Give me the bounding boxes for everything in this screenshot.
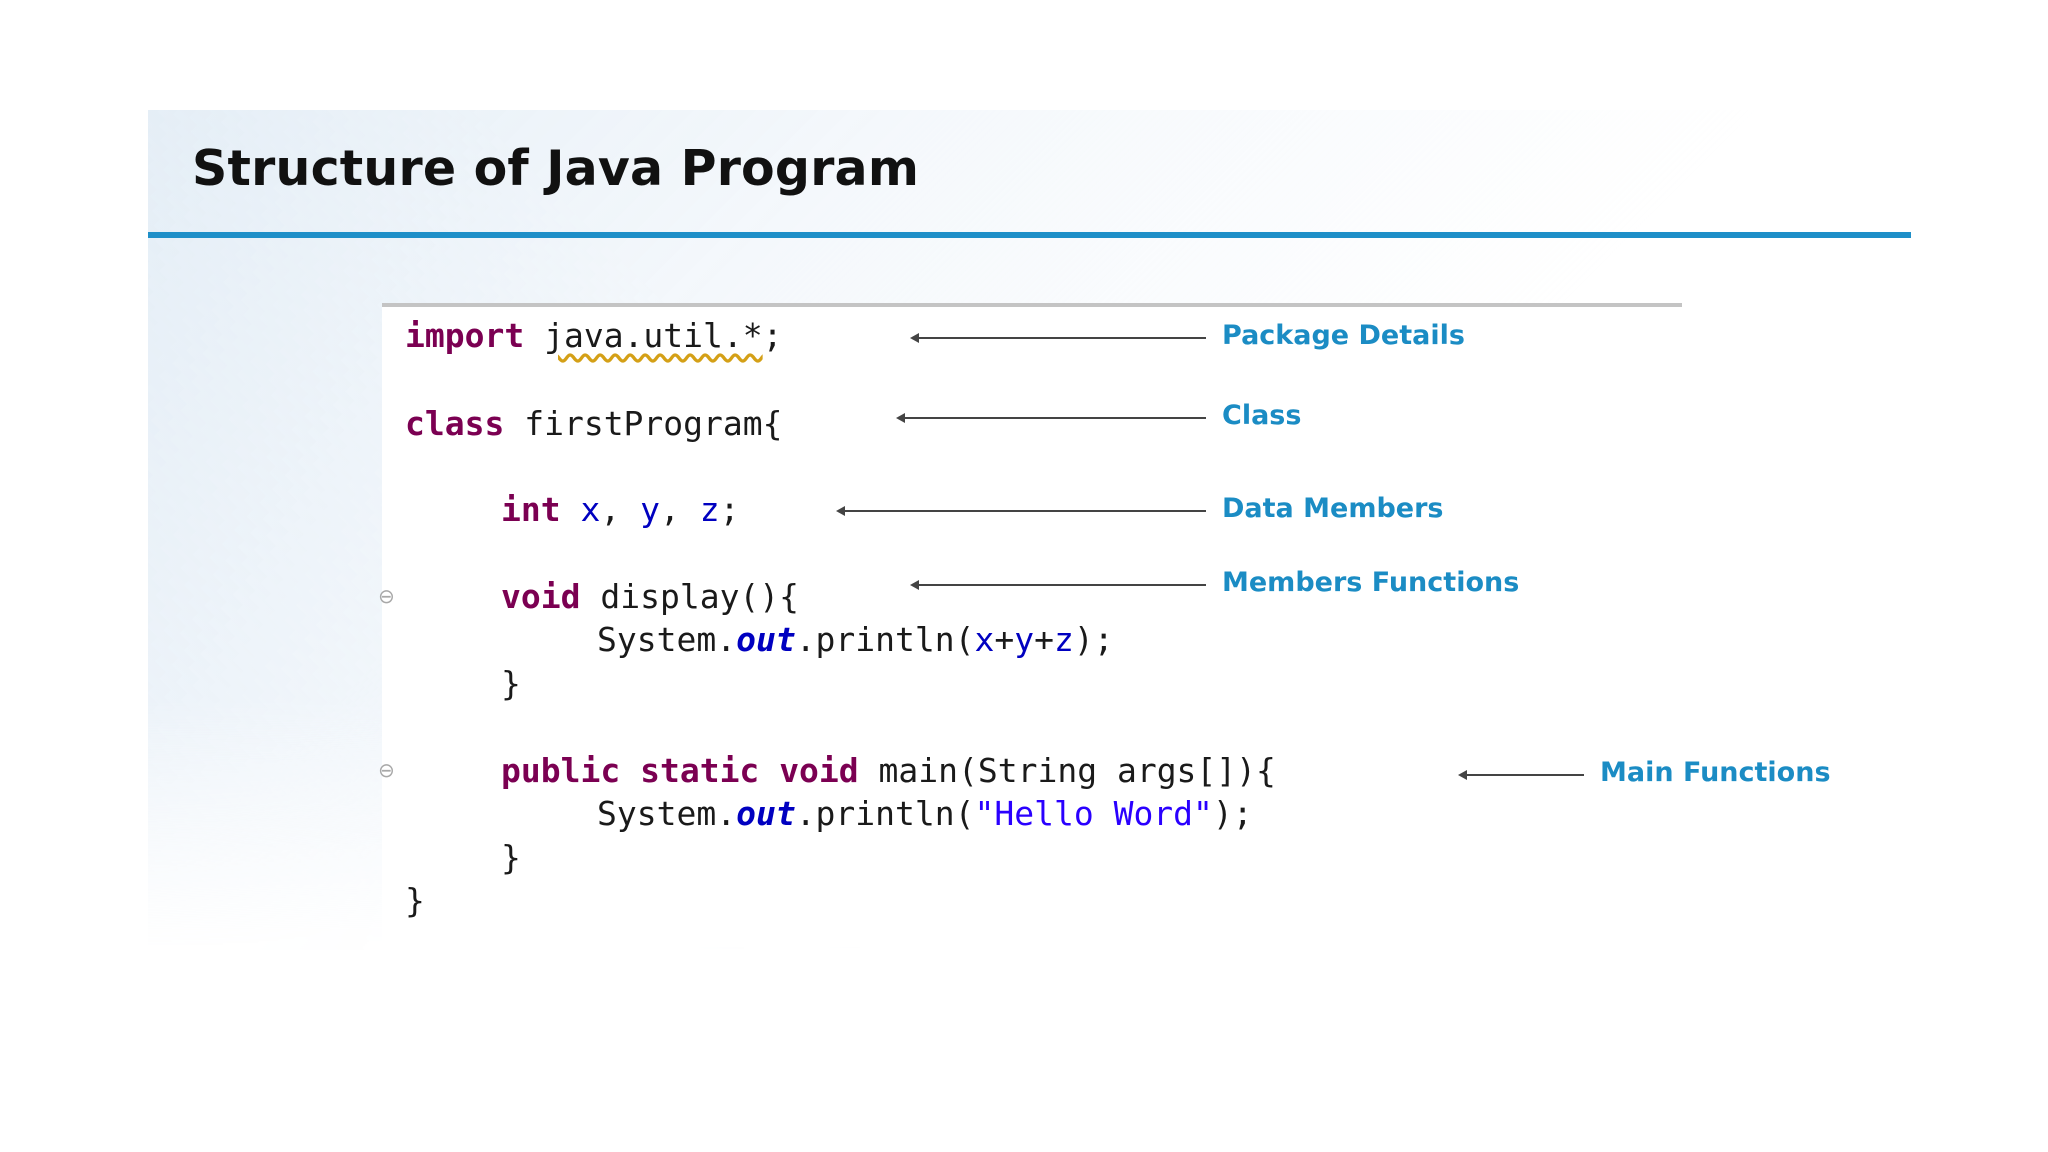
plus-operator: + <box>1034 620 1054 659</box>
keyword-class: class <box>405 404 505 443</box>
system-ref: System. <box>597 794 737 833</box>
field-y: y <box>1014 620 1035 659</box>
annotation-class: Class <box>1222 400 1302 431</box>
field-x: x <box>580 490 601 529</box>
annotation-main-functions: Main Functions <box>1600 757 1831 788</box>
keyword-int: int <box>501 490 561 529</box>
code-line-main-body: System.out.println("Hello Word"); <box>597 794 1253 834</box>
keyword-void: void <box>779 751 859 790</box>
field-y: y <box>640 490 660 529</box>
arrow-left-icon <box>896 413 1206 423</box>
code-line-class-close: } <box>405 881 425 920</box>
keyword-public: public <box>501 751 621 790</box>
separator: , <box>600 490 641 529</box>
arrow-left-icon <box>1458 770 1584 780</box>
code-line-display-body: System.out.println(x+y+z); <box>597 620 1114 660</box>
call-end: ); <box>1212 794 1253 833</box>
arrow-left-icon <box>910 580 1206 590</box>
import-semicolon: ; <box>762 316 783 355</box>
string-literal: "Hello Word" <box>974 794 1213 833</box>
annotation-package-details: Package Details <box>1222 320 1465 351</box>
code-line-class: class firstProgram{ <box>405 404 783 444</box>
keyword-static: static <box>640 751 760 790</box>
title-underline <box>148 232 1911 238</box>
fold-marker-main[interactable]: ⊖ <box>378 758 395 782</box>
field-z: z <box>1054 620 1074 659</box>
code-panel <box>382 303 1682 947</box>
println-call: .println( <box>795 620 975 659</box>
keyword-void: void <box>501 577 581 616</box>
code-line-display-signature: void display(){ <box>501 577 799 617</box>
system-ref: System. <box>597 620 737 659</box>
annotation-data-members: Data Members <box>1222 493 1444 524</box>
keyword-import: import <box>405 316 525 355</box>
annotation-member-functions: Members Functions <box>1222 567 1520 598</box>
println-call: .println( <box>795 794 975 833</box>
plus-operator: + <box>994 620 1015 659</box>
static-field-out: out <box>736 620 796 659</box>
semicolon: ; <box>719 490 740 529</box>
fold-marker-display[interactable]: ⊖ <box>378 584 395 608</box>
class-declaration: firstProgram{ <box>524 404 783 443</box>
code-line-main-signature: public static void main(String args[]){ <box>501 751 1276 791</box>
import-path: java.util.* <box>544 316 763 355</box>
code-line-main-close: } <box>501 838 521 877</box>
call-end: ); <box>1073 620 1114 659</box>
method-main: main(String args[]){ <box>878 751 1276 790</box>
field-z: z <box>699 490 720 529</box>
separator: , <box>659 490 700 529</box>
arrow-left-icon <box>836 506 1206 516</box>
code-line-display-close: } <box>501 664 521 703</box>
code-line-import: import java.util.*; <box>405 316 783 356</box>
method-display: display(){ <box>600 577 800 616</box>
field-x: x <box>974 620 995 659</box>
arrow-left-icon <box>910 333 1206 343</box>
code-line-data-members: int x, y, z; <box>501 490 739 530</box>
static-field-out: out <box>736 794 796 833</box>
slide-title: Structure of Java Program <box>192 140 920 197</box>
